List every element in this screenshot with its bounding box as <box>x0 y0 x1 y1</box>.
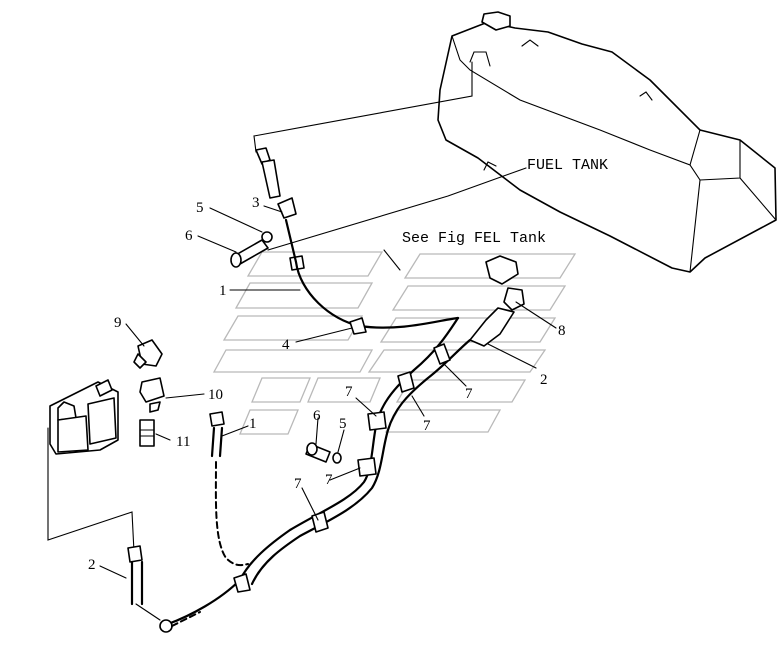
hose-part-2-lower <box>127 545 201 633</box>
callout-4: 4 <box>282 337 290 353</box>
filter-fittings <box>133 339 165 447</box>
callout-7: 7 <box>345 384 353 400</box>
callout-5: 5 <box>196 200 204 216</box>
reference-lines <box>47 61 527 553</box>
callout-7: 7 <box>423 418 431 434</box>
fitting-part-10 <box>139 377 165 403</box>
callout-10: 10 <box>208 387 223 403</box>
callout-1: 1 <box>249 416 257 432</box>
tank-outlet-fittings <box>469 255 525 347</box>
caption-fuel-tank: FUEL TANK <box>527 157 608 174</box>
watermark-logo <box>212 251 577 435</box>
callout-2: 2 <box>540 372 548 388</box>
callout-11: 11 <box>176 434 190 450</box>
caption-see-fig: See Fig FEL Tank <box>402 230 546 247</box>
lower-bolt-washer <box>305 442 342 464</box>
callout-7: 7 <box>294 476 302 492</box>
fitting-part-8 <box>503 287 525 311</box>
callout-7: 7 <box>465 386 473 402</box>
upper-fittings <box>230 147 305 271</box>
clamp-part-4 <box>349 317 367 335</box>
callout-7: 7 <box>325 472 333 488</box>
callout-leaders <box>99 205 557 579</box>
callout-9: 9 <box>114 315 122 331</box>
callout-3: 3 <box>252 195 260 211</box>
callout-5: 5 <box>339 416 347 432</box>
fitting-part-11 <box>139 419 155 447</box>
callout-8: 8 <box>558 323 566 339</box>
callout-2: 2 <box>88 557 96 573</box>
clip-part-3 <box>277 197 297 219</box>
callout-1: 1 <box>219 283 227 299</box>
washer-part-5 <box>261 231 273 243</box>
callout-6: 6 <box>313 408 321 424</box>
fuel-tank <box>437 11 777 273</box>
callout-6: 6 <box>185 228 193 244</box>
hose-part-2-upper <box>469 307 515 347</box>
hose-part-1-lower <box>209 411 249 567</box>
hose-bundle <box>166 316 472 626</box>
fuel-filter <box>49 379 119 455</box>
